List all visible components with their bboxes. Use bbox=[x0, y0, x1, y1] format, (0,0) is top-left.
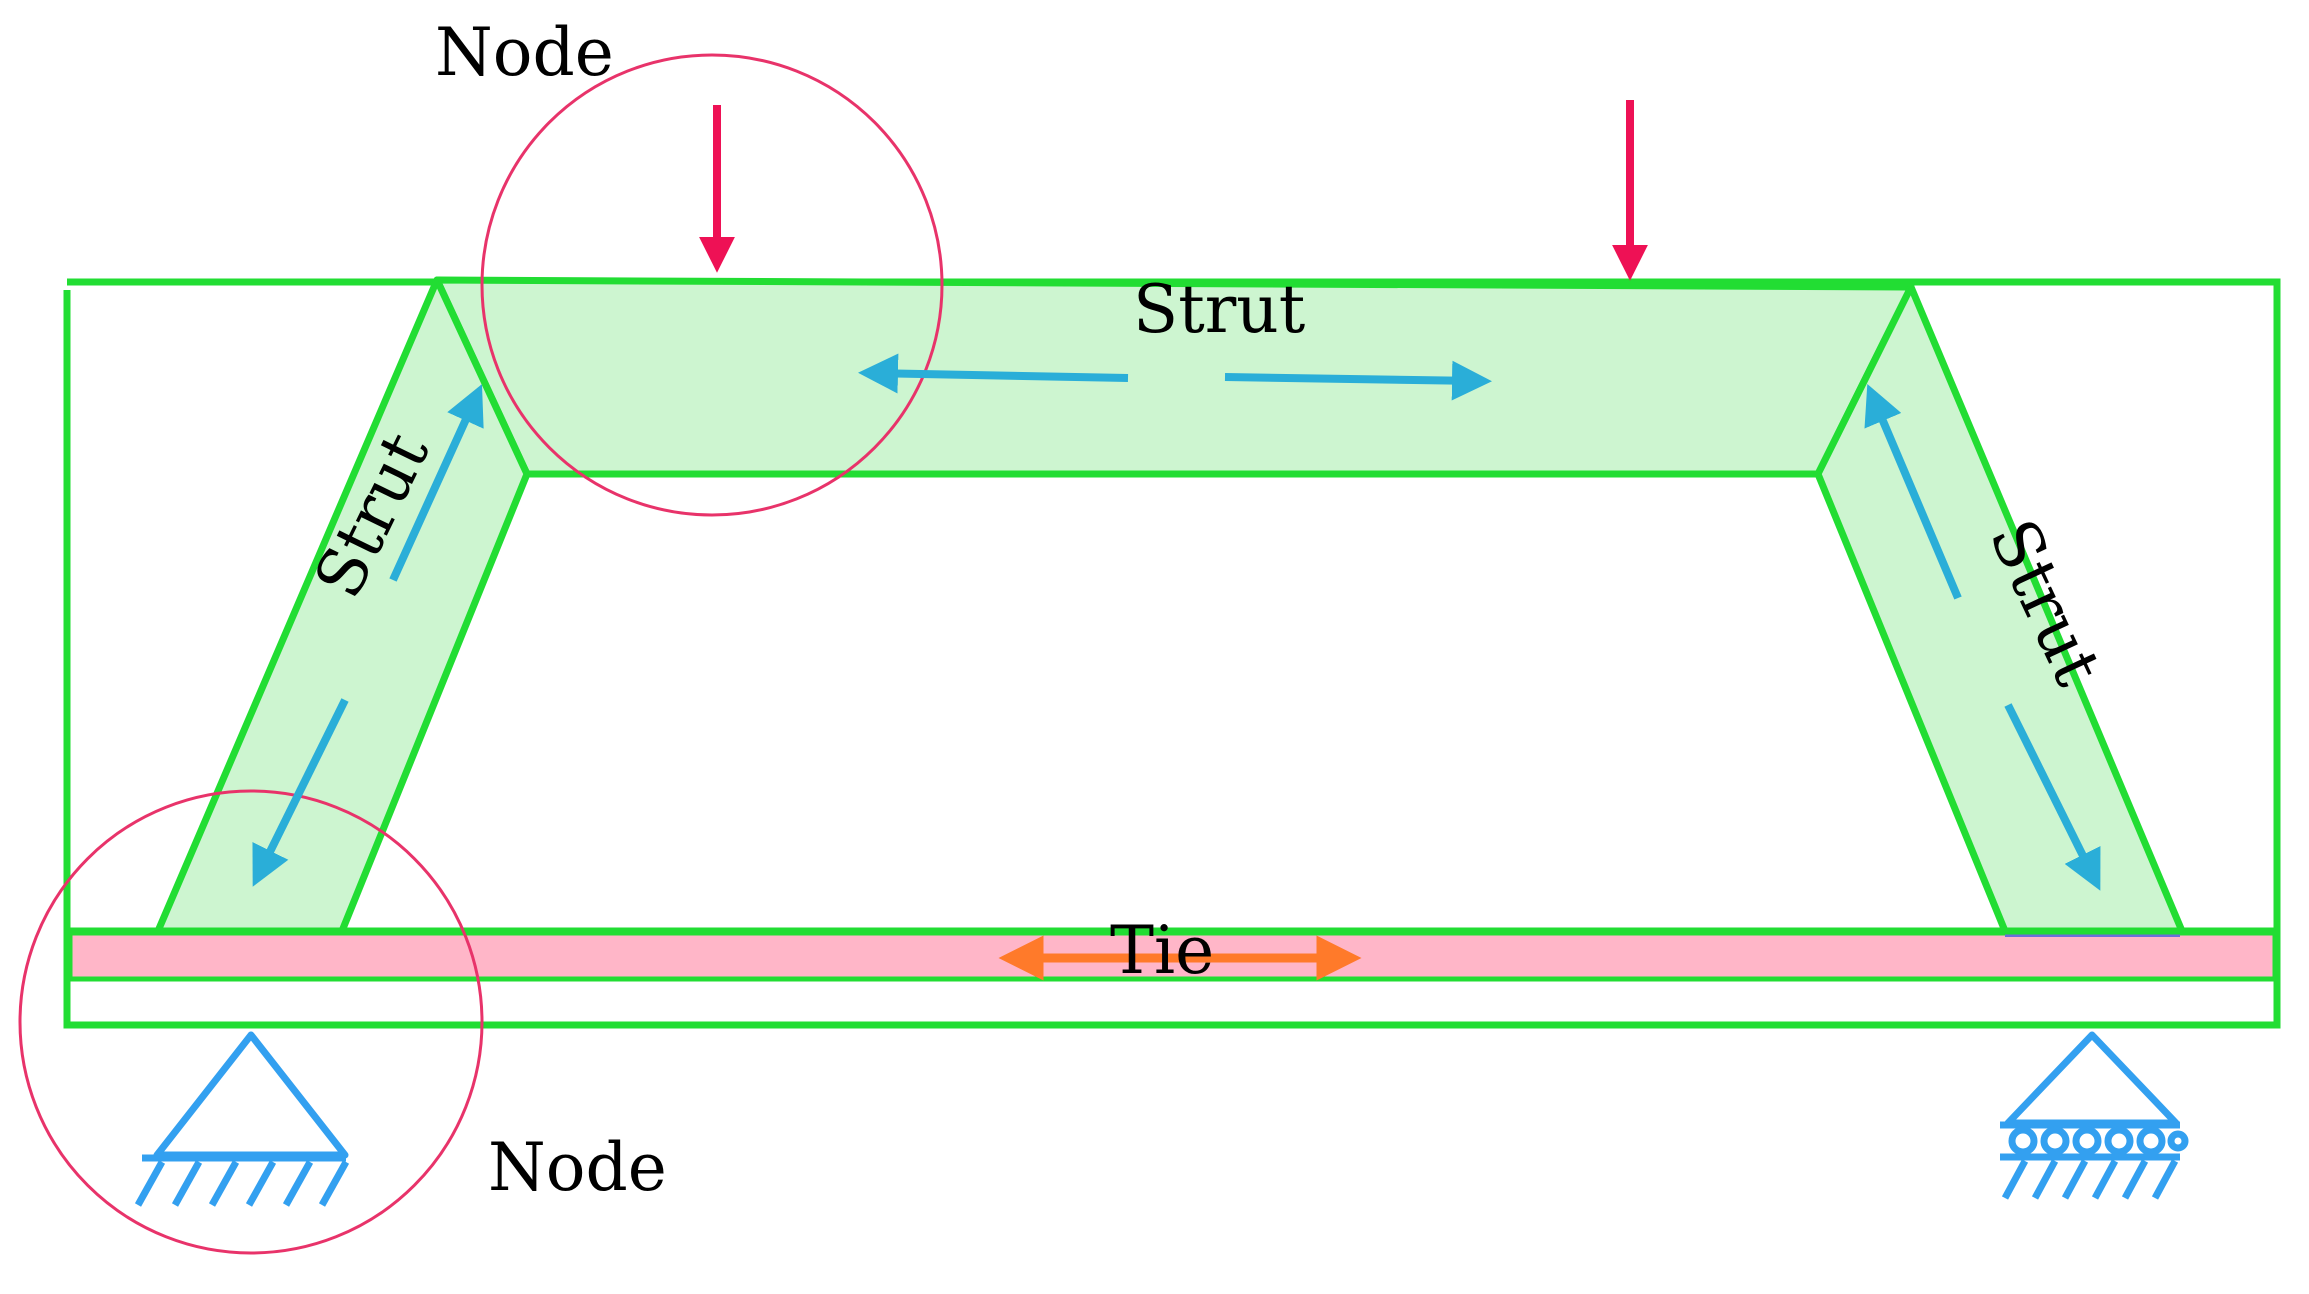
force-arrow-top-left bbox=[858, 353, 1129, 394]
pin-support-icon bbox=[134, 1031, 350, 1207]
strut-right-shape bbox=[1814, 283, 2186, 935]
force-arrow-top-right bbox=[1224, 360, 1492, 401]
node-label-bottom: Node bbox=[488, 1129, 667, 1206]
node-circle-bottom bbox=[18, 789, 484, 1255]
node-label-top: Node bbox=[435, 14, 614, 91]
strut-label-top: Strut bbox=[1133, 271, 1305, 348]
force-arrow-right-down bbox=[2004, 703, 2101, 891]
strut-left-shape bbox=[154, 276, 531, 935]
strut-joint-right bbox=[1816, 286, 1913, 475]
node-circle-top bbox=[480, 53, 944, 517]
roller-support-icon bbox=[2000, 1031, 2189, 1200]
force-arrow-left-up bbox=[389, 384, 484, 582]
strut-joint-left bbox=[435, 281, 529, 475]
force-arrow-right-up bbox=[1864, 383, 1962, 600]
force-arrow-left-down bbox=[252, 698, 349, 887]
tie-label: Tie bbox=[1110, 912, 1214, 989]
